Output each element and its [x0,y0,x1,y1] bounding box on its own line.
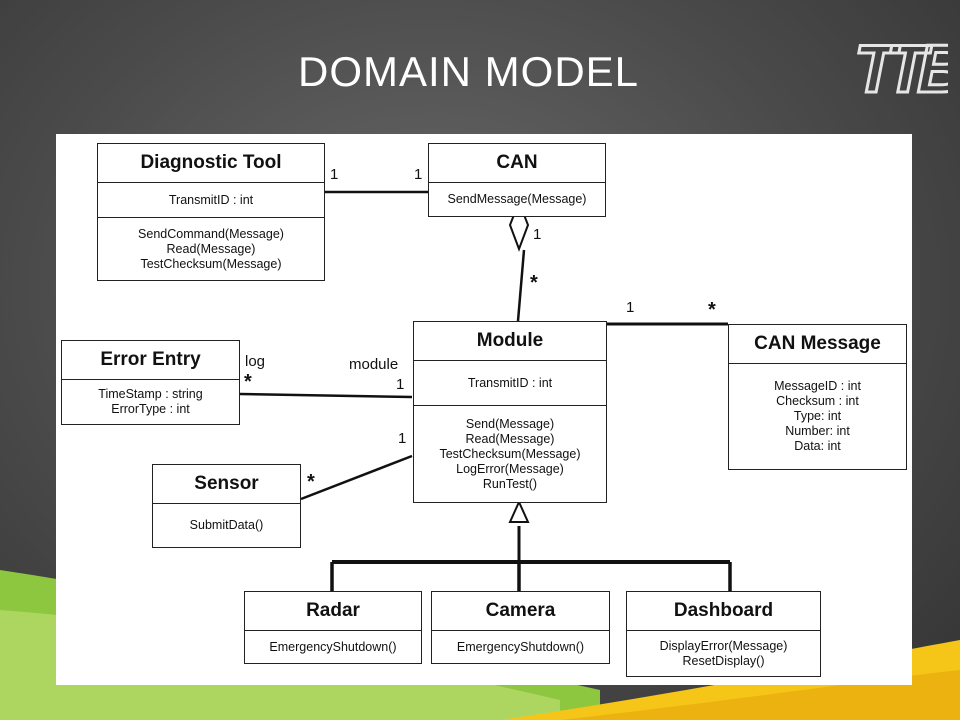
attribute: TimeStamp : string [98,387,203,401]
class-name: Camera [432,592,609,631]
class-name: Diagnostic Tool [98,144,324,183]
class-attributes: TransmitID : int [414,361,606,405]
class-error-entry: Error Entry TimeStamp : string ErrorType… [61,340,240,425]
class-methods: SendMessage(Message) [429,183,605,216]
class-name: Error Entry [62,341,239,380]
class-attributes: TransmitID : int [98,183,324,217]
class-can: CAN SendMessage(Message) [428,143,606,217]
role-label: module [349,356,399,373]
method: Read(Message) [465,431,555,446]
uml-diagram-panel: Diagnostic Tool TransmitID : int SendCom… [56,134,912,685]
attribute: Data: int [794,439,841,453]
class-name: Sensor [153,465,300,504]
slide-title: DOMAIN MODEL [298,48,640,95]
class-attributes: TimeStamp : string ErrorType : int [62,380,239,424]
diagram-connectors [239,190,732,591]
multiplicity-label: 1 [533,226,542,243]
attribute: TransmitID : int [467,375,553,390]
method: Read(Message) [166,241,256,256]
class-methods: DisplayError(Message) ResetDisplay() [627,631,820,676]
attribute: Type: int [793,409,842,423]
class-methods: EmergencyShutdown() [432,631,609,663]
multiplicity-label: 1 [626,299,635,316]
aggregation-can-module [516,249,526,322]
class-diagnostic-tool: Diagnostic Tool TransmitID : int SendCom… [97,143,325,281]
method: EmergencyShutdown() [456,639,585,654]
attribute: Number: int [785,424,850,438]
method: Send(Message) [465,416,555,431]
method: DisplayError(Message) [659,638,788,653]
class-module: Module TransmitID : int Send(Message) Re… [413,321,607,503]
method: LogError(Message) [456,461,564,476]
method: TestChecksum(Message) [140,256,282,271]
method: RunTest() [482,476,538,491]
multiplicity-label: 1 [330,166,339,183]
method: SubmitData() [189,518,264,532]
assoc-sensor-module [300,454,413,501]
multiplicity-label: 1 [414,166,423,183]
class-attributes: MessageID : int Checksum : int Type: int… [729,364,906,469]
class-methods: SendCommand(Message) Read(Message) TestC… [98,217,324,280]
class-sensor: Sensor SubmitData() [152,464,301,548]
multiplicity-label: * [530,272,538,294]
multiplicity-label: 1 [398,430,407,447]
attribute: MessageID : int [774,379,861,393]
multiplicity-label: * [244,371,252,393]
attribute: Checksum : int [776,394,859,408]
class-radar: Radar EmergencyShutdown() [244,591,422,664]
attribute: ErrorType : int [111,402,190,416]
generalization-triangle [508,499,530,523]
role-label: log [245,353,266,370]
method: TestChecksum(Message) [439,446,581,461]
class-methods: EmergencyShutdown() [245,631,421,663]
method: SendCommand(Message) [138,226,284,241]
method: ResetDisplay() [682,653,765,668]
class-name: Dashboard [627,592,820,631]
class-camera: Camera EmergencyShutdown() [431,591,610,664]
multiplicity-label: 1 [396,376,405,393]
class-name: CAN Message [729,325,906,364]
method: SendMessage(Message) [447,192,587,206]
attribute: TransmitID : int [168,192,254,207]
class-dashboard: Dashboard DisplayError(Message) ResetDis… [626,591,821,677]
class-name: Module [414,322,606,361]
class-name: Radar [245,592,421,631]
class-can-message: CAN Message MessageID : int Checksum : i… [728,324,907,470]
svg-text:TTB: TTB [854,31,948,107]
class-methods: SubmitData() [153,504,300,547]
assoc-errorentry-module [239,392,413,399]
class-name: CAN [429,144,605,183]
method: EmergencyShutdown() [269,639,397,654]
multiplicity-label: * [708,299,716,321]
class-methods: Send(Message) Read(Message) TestChecksum… [414,405,606,502]
multiplicity-label: * [307,471,315,493]
ttb-logo-icon: TTB [853,30,949,109]
